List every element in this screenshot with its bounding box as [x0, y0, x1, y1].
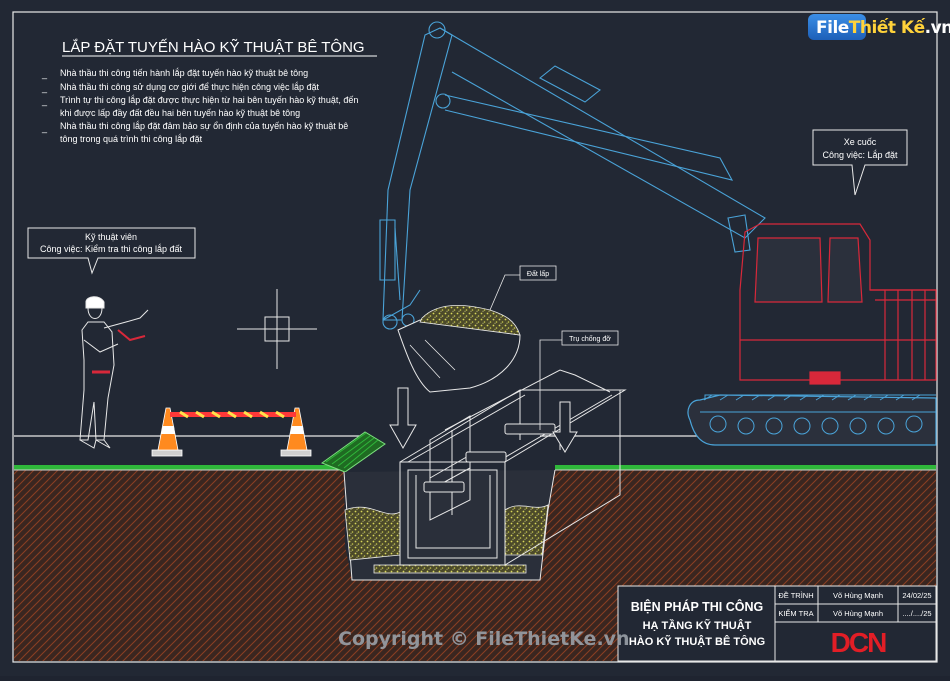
svg-text:_: _	[41, 69, 48, 79]
title-block: BIỆN PHÁP THI CÔNG HẠ TẦNG KỸ THUẬT HÀO …	[617, 585, 937, 662]
checked-date: ..../..../25	[902, 609, 931, 618]
note-3: Trình tự thi công lắp đặt được thực hiện…	[60, 95, 358, 105]
excavator-callout: Xe cuốc Công việc: Lắp đặt	[812, 129, 908, 196]
svg-text:_: _	[41, 123, 48, 133]
site-logo-part-a: File	[816, 18, 849, 38]
submitted-label: ĐỀ TRÌNH	[778, 590, 813, 600]
submitted-date: 24/02/25	[902, 591, 931, 600]
backfill-left	[344, 506, 401, 561]
excavator-callout-task: Công việc: Lắp đặt	[822, 150, 898, 160]
company-logo: DCN	[831, 627, 886, 658]
excavator-body	[739, 223, 937, 385]
excavator-arm	[379, 21, 766, 330]
title-sub-1: HẠ TẦNG KỸ THUẬT	[643, 619, 752, 632]
fill-soil-label: Đất lấp	[489, 265, 557, 311]
title-sub-2: HÀO KỸ THUẬT BÊ TÔNG	[629, 635, 765, 648]
svg-text:_: _	[41, 83, 48, 93]
barrier-tape	[170, 410, 296, 419]
excavator-tracks	[687, 394, 937, 446]
site-logo-part-c: .vn	[924, 18, 950, 38]
grass-strip-right	[555, 465, 936, 470]
drawing-heading: LẮP ĐẶT TUYẾN HÀO KỸ THUẬT BÊ TÔNG	[62, 38, 365, 56]
drawing-frame	[12, 11, 938, 663]
cone-right	[280, 407, 312, 457]
note-3-cont: khi được lấp đầy đất đều hai bên tuyến h…	[60, 108, 300, 118]
site-logo: FileThiết Kế.vn	[808, 8, 950, 48]
grass-strip-left	[14, 465, 344, 470]
svg-text:_: _	[41, 96, 48, 106]
backfill-right	[504, 504, 549, 556]
note-1: Nhà thầu thi công tiến hành lắp đặt tuyế…	[60, 68, 308, 78]
technician-callout-task: Công việc: Kiểm tra thi công lắp đất	[40, 244, 183, 254]
placement-arrows	[389, 387, 578, 453]
excavator-callout-title: Xe cuốc	[844, 137, 877, 147]
checked-label: KIỂM TRA	[778, 609, 813, 618]
support-posts	[423, 423, 556, 493]
note-4-cont: tông trong quá trình thi công lắp đặt	[60, 134, 203, 144]
note-2: Nhà thầu thi công sử dụng cơ giới để thự…	[60, 82, 320, 92]
submitted-name: Võ Hùng Mạnh	[833, 591, 883, 600]
note-4: Nhà thầu thi công lắp đặt đảm bảo sự ổn …	[60, 121, 348, 131]
site-logo-part-b: Thiết Kế	[848, 18, 925, 38]
trench-base	[373, 564, 527, 574]
support-post-text: Trụ chống đỡ	[569, 334, 611, 343]
copyright-watermark: Copyright © FileThietKe.vn	[338, 628, 630, 650]
embankment-grass	[320, 431, 386, 473]
cone-left	[151, 407, 183, 457]
checked-name: Võ Hùng Mạnh	[833, 609, 883, 618]
crosshair-mark	[237, 289, 317, 369]
technician-callout: Kỹ thuật viên Công việc: Kiểm tra thi cô…	[27, 227, 196, 275]
technician-figure	[79, 296, 149, 449]
excavator-bucket	[397, 304, 521, 393]
support-post-label: Trụ chống đỡ	[539, 330, 619, 430]
technician-callout-title: Kỹ thuật viên	[85, 232, 137, 242]
title-main: BIỆN PHÁP THI CÔNG	[631, 599, 763, 614]
fill-soil-text: Đất lấp	[527, 269, 549, 278]
